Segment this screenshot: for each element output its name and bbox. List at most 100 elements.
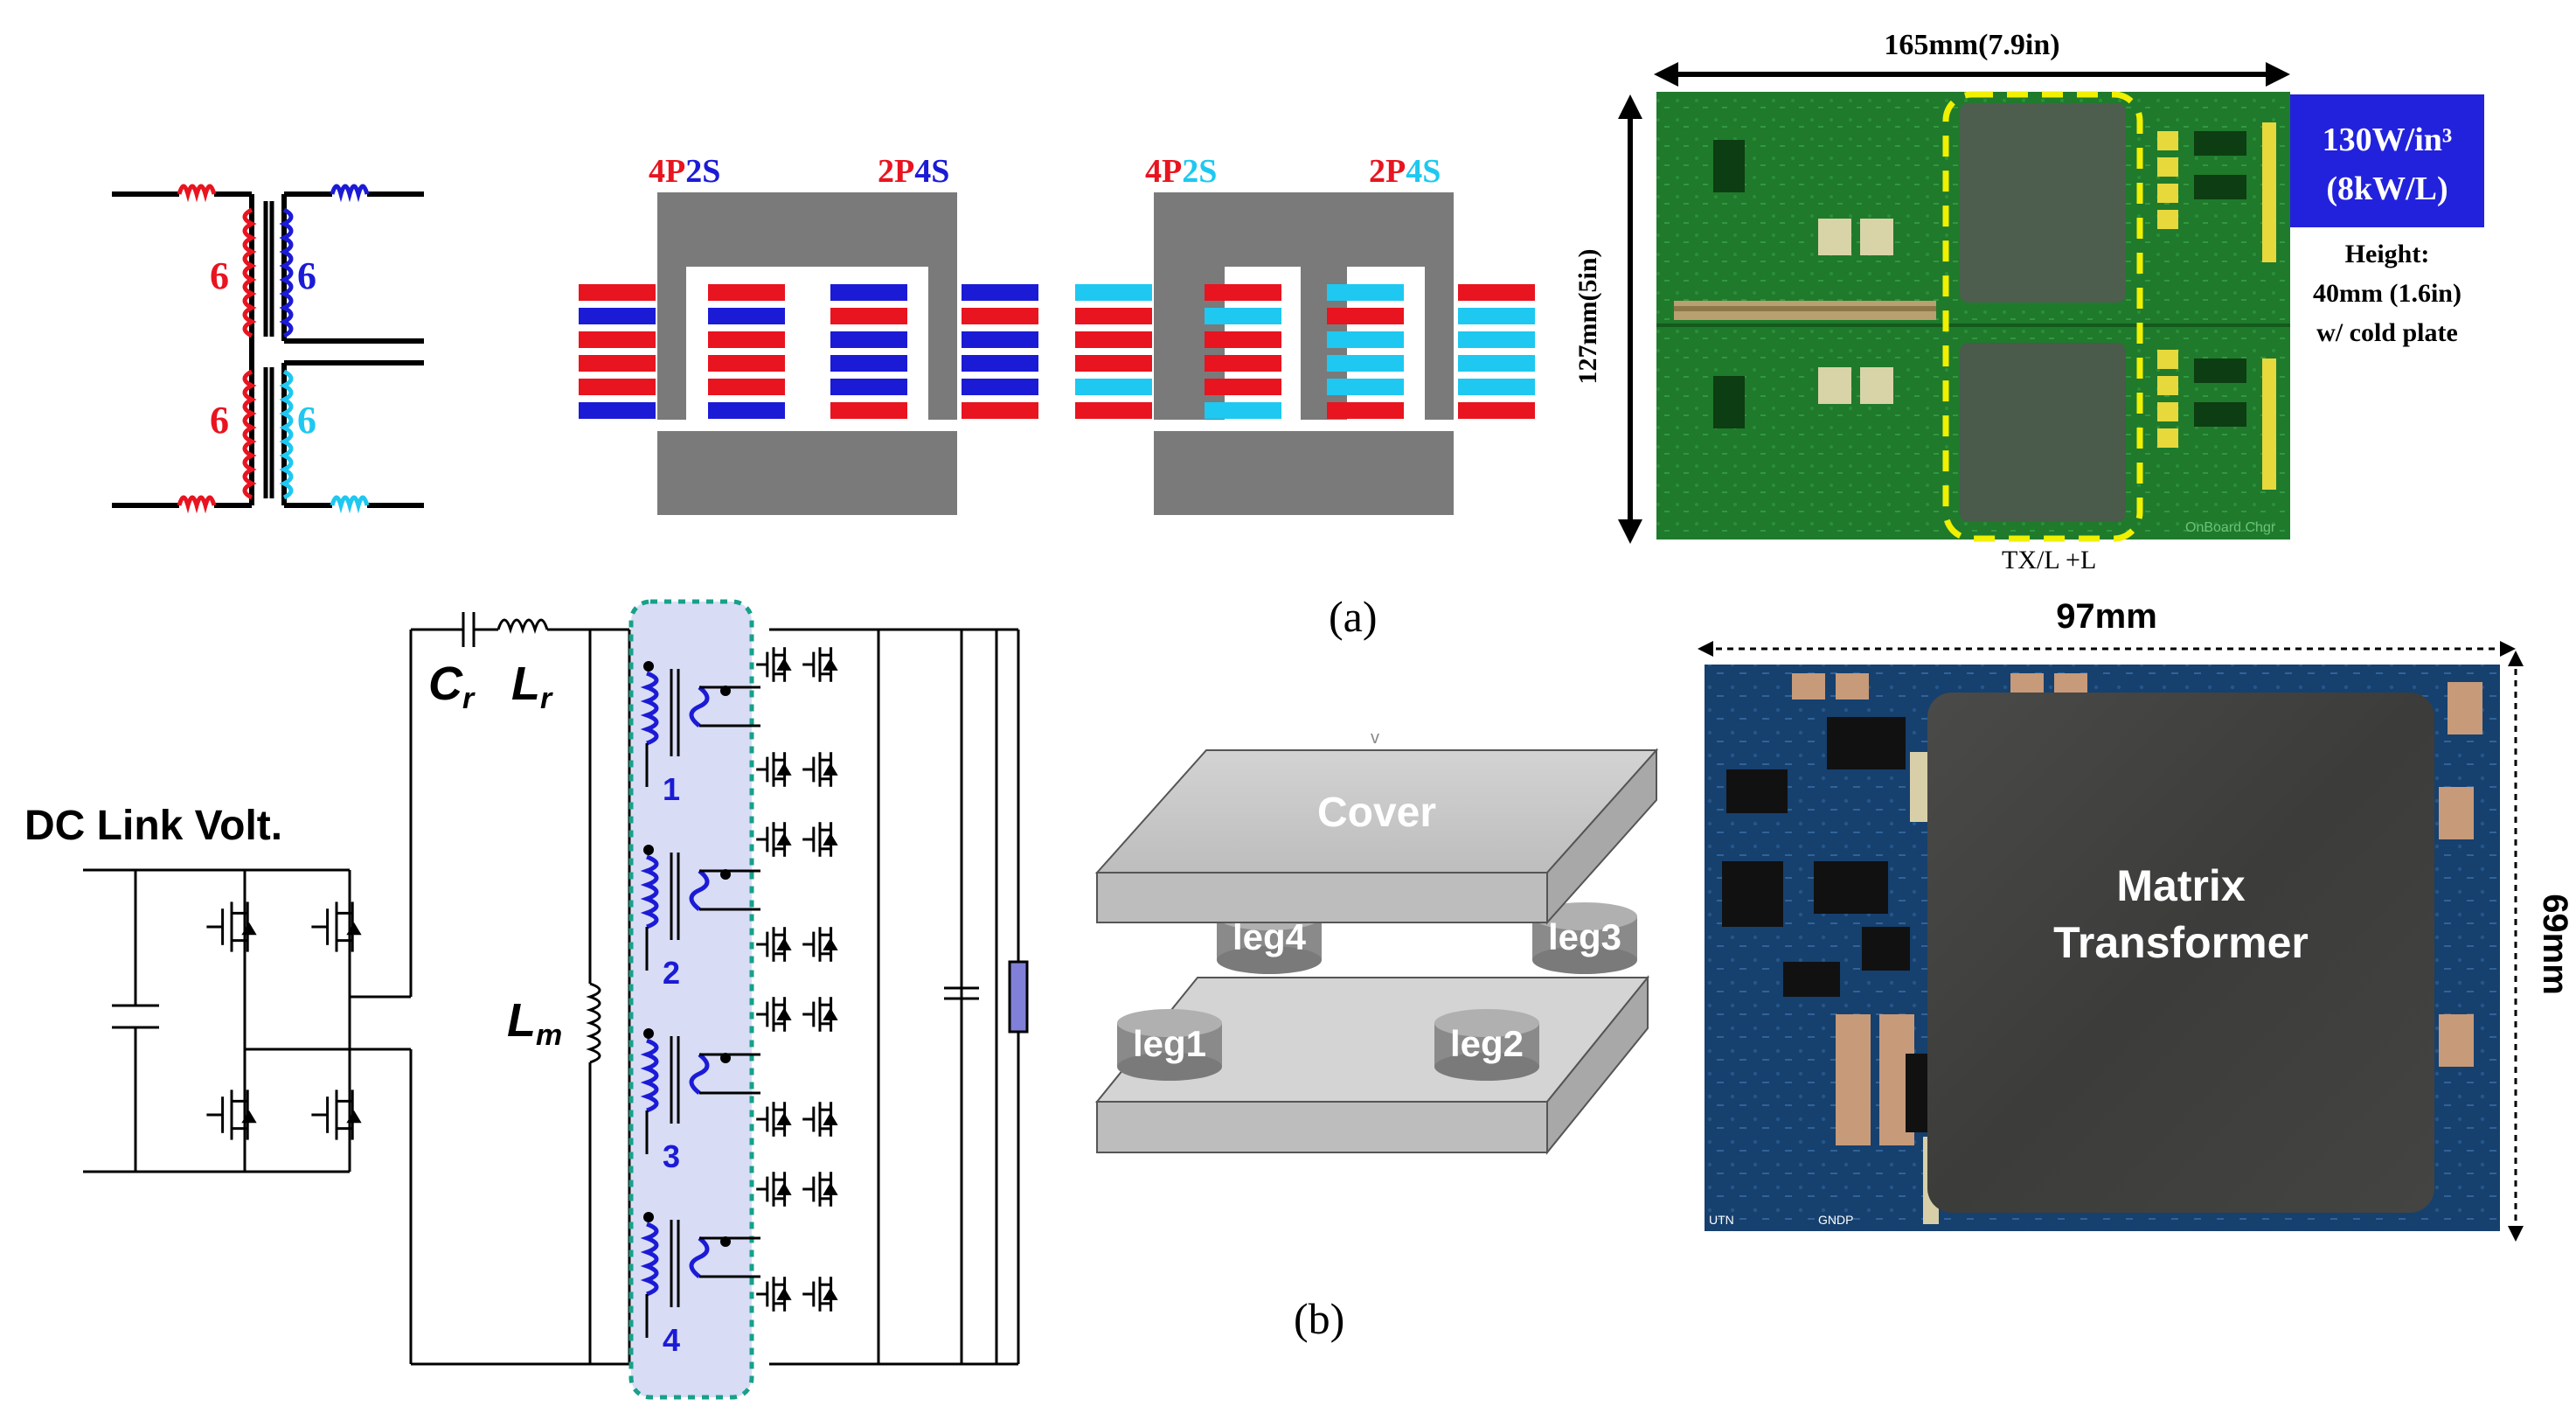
winding-stack-inner-right — [1327, 284, 1404, 419]
turns-label-secondary-top: 6 — [297, 254, 316, 297]
winding-layer — [1075, 355, 1152, 372]
winding-layer — [962, 284, 1038, 301]
primary-full-bridge-mosfets — [206, 901, 362, 1140]
winding-layer — [1327, 379, 1404, 395]
power-density-box — [2290, 94, 2484, 227]
winding-stack-inner-left — [708, 284, 785, 419]
winding-layer — [1458, 402, 1535, 419]
mosfet-symbol — [802, 997, 838, 1032]
winding-layer — [1075, 402, 1152, 419]
secondary-winding-top — [279, 207, 294, 338]
winding-layer — [1075, 331, 1152, 348]
winding-layer — [579, 284, 656, 301]
mosfet-symbol — [802, 1172, 838, 1207]
height-note-title: Height: — [2345, 240, 2430, 268]
onboard-charger-photo: 165mm(7.9in) 127mm(5in) — [1573, 29, 2484, 574]
winding-layer — [579, 308, 656, 324]
svg-text:v: v — [1371, 728, 1379, 748]
height-dimension-label: 127mm(5in) — [1573, 249, 1602, 385]
winding-layer — [1327, 355, 1404, 372]
winding-layer — [1327, 402, 1404, 419]
winding-layer — [708, 379, 785, 395]
leg-label: leg2 — [1450, 1023, 1524, 1064]
matrix-transformer-region — [628, 599, 754, 1400]
winding-stack-inner-left — [1205, 284, 1281, 419]
winding-layer — [1458, 284, 1535, 301]
winding-layer — [579, 355, 656, 372]
winding-layer — [1458, 355, 1535, 372]
i-core-bottom — [1154, 431, 1454, 515]
winding-layer — [708, 284, 785, 301]
core-leg: leg1 — [1117, 1009, 1222, 1081]
mosfet-symbol — [756, 647, 792, 682]
synchronous-rectifier-mosfets — [756, 647, 838, 1312]
winding-number: 4 — [663, 1322, 680, 1358]
primary-winding-bottom — [242, 369, 257, 500]
matrix-transformer-core — [1927, 693, 2434, 1213]
e-core-top — [1154, 192, 1454, 420]
turns-label-primary-bottom: 6 — [210, 399, 229, 442]
winding-stack-outer-left — [579, 284, 656, 419]
winding-layer — [1205, 308, 1281, 324]
pcb-silk-label: GNDP — [1818, 1213, 1853, 1227]
leg-label: leg1 — [1133, 1023, 1206, 1064]
width-dimension-label: 165mm(7.9in) — [1884, 29, 2059, 61]
winding-layer — [962, 308, 1038, 324]
capacitor-array — [2157, 122, 2276, 490]
winding-layer — [830, 379, 907, 395]
winding-layer — [1075, 284, 1152, 301]
leg-label: leg3 — [1548, 916, 1621, 957]
load-resistor — [1008, 960, 1029, 1034]
core-leg: leg2 — [1434, 1009, 1539, 1081]
mosfet-symbol — [802, 927, 838, 962]
transformer-highlight-box — [1942, 91, 2143, 542]
winding-layer — [708, 331, 785, 348]
resonant-capacitor-label: Cr — [428, 658, 476, 715]
winding-layer — [830, 284, 907, 301]
mosfet-symbol — [802, 822, 838, 857]
mosfet-symbol — [756, 752, 792, 787]
transformer-schematic: 6 6 6 6 — [112, 184, 424, 514]
winding-layer — [830, 331, 907, 348]
series-inductor-bottom-right — [330, 495, 370, 514]
series-inductor-top-left — [177, 184, 217, 203]
caption-a: (a) — [1329, 592, 1378, 641]
winding-layer — [962, 355, 1038, 372]
winding-number: 1 — [663, 771, 680, 807]
winding-layer — [1205, 379, 1281, 395]
winding-layer — [708, 308, 785, 324]
winding-number: 3 — [663, 1138, 680, 1174]
transformer-cell: 4 — [640, 1212, 760, 1358]
core-cross-section-right: 4P2S 2P4S — [1075, 153, 1535, 515]
winding-layer — [1327, 331, 1404, 348]
height-note-value: 40mm (1.6in) — [2313, 279, 2461, 308]
winding-layer — [1075, 308, 1152, 324]
primary-winding-top — [242, 207, 257, 338]
winding-stack-inner-right — [830, 284, 907, 419]
winding-layer — [579, 402, 656, 419]
mosfet-symbol — [311, 1089, 362, 1140]
mosfet-symbol — [756, 997, 792, 1032]
width-dimension-label: 97mm — [2056, 597, 2157, 636]
winding-layer — [708, 402, 785, 419]
winding-layer — [830, 308, 907, 324]
mosfet-symbol — [756, 1277, 792, 1312]
winding-layer — [579, 379, 656, 395]
winding-layer — [1327, 308, 1404, 324]
llc-converter-schematic: DC Link Volt. — [24, 599, 1029, 1400]
copper-pads — [1792, 673, 2482, 1145]
winding-layer — [830, 355, 907, 372]
mosfet-symbol — [756, 1102, 792, 1137]
winding-stack-outer-right — [962, 284, 1038, 419]
winding-layer — [830, 402, 907, 419]
magnetic-core-top — [1960, 103, 2126, 303]
mosfet-symbol — [206, 901, 257, 952]
pcb-silkscreen-label: OnBoard Chgr — [2185, 520, 2276, 535]
i-core-bottom — [657, 431, 957, 515]
matrix-transformer-title-line2: Transformer — [2053, 918, 2309, 967]
dc-link-label: DC Link Volt. — [24, 803, 282, 849]
winding-layer — [1205, 355, 1281, 372]
winding-layer — [1075, 379, 1152, 395]
